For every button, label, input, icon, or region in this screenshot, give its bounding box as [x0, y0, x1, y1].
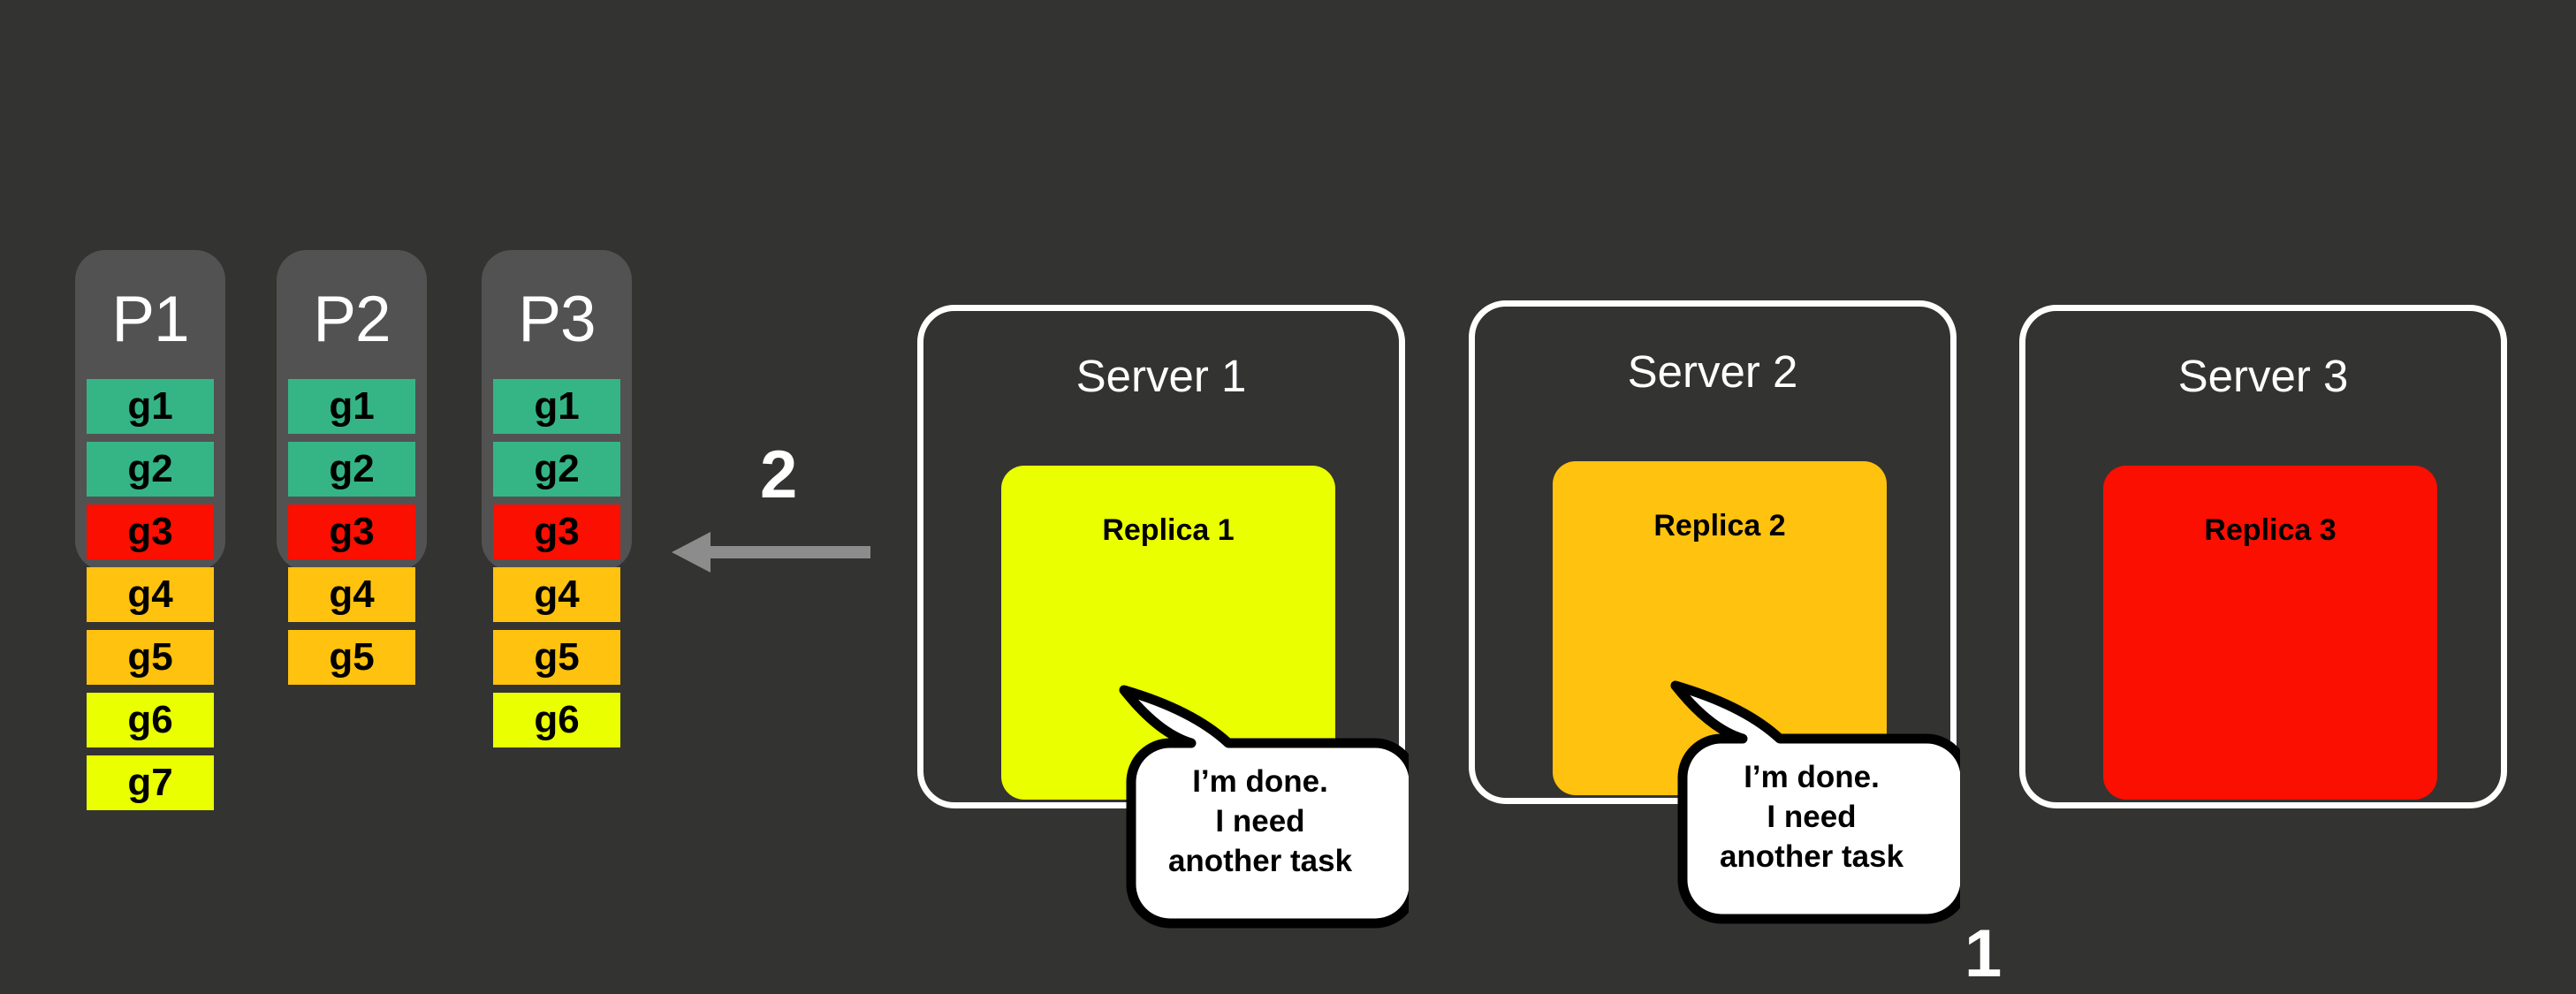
replica-label-2: Replica 2 — [1653, 509, 1786, 543]
step-number-1: 1 — [1964, 916, 2002, 991]
server-title-3: Server 3 — [2177, 351, 2349, 401]
speech-bubble-shape-2 — [1670, 680, 1960, 924]
task-block[interactable]: g1 — [288, 379, 415, 434]
partition-title-p1: P1 — [111, 284, 189, 355]
speech-bubble-server-1[interactable]: I’m done. I need another task — [1112, 685, 1409, 945]
speech-bubble-text-1: I’m done. I need another task — [1167, 764, 1353, 878]
task-block[interactable]: g5 — [288, 630, 415, 685]
task-block[interactable]: g2 — [288, 442, 415, 497]
task-block[interactable]: g3 — [493, 505, 620, 559]
partition-title-p3: P3 — [518, 284, 596, 355]
task-block[interactable]: g6 — [493, 693, 620, 747]
speech-bubble-server-2[interactable]: I’m done. I need another task — [1663, 680, 1960, 940]
task-block[interactable]: g3 — [288, 505, 415, 559]
flow-step-2-group: 2 — [672, 442, 884, 583]
speech-bubble-text-2: I’m done. I need another task — [1719, 760, 1904, 874]
replica-label-3: Replica 3 — [2204, 513, 2337, 547]
arrow-left-icon — [672, 532, 870, 573]
server-title-1: Server 1 — [1075, 351, 1247, 401]
task-block[interactable]: g2 — [87, 442, 214, 497]
task-block[interactable]: g4 — [87, 567, 214, 622]
task-block[interactable]: g1 — [87, 379, 214, 434]
task-block[interactable]: g7 — [87, 755, 214, 810]
partition-column-p3[interactable]: P3 g1 g2 g3 g4 g5 g6 — [482, 250, 632, 747]
task-block[interactable]: g3 — [87, 505, 214, 559]
task-block[interactable]: g4 — [288, 567, 415, 622]
partition-block-list-p3: g1 g2 g3 g4 g5 g6 — [482, 379, 632, 747]
replica-box-3[interactable]: Replica 3 — [2103, 466, 2437, 800]
partition-block-list-p1: g1 g2 g3 g4 g5 g6 g7 — [75, 379, 225, 810]
speech-bubble-shape-1 — [1119, 685, 1409, 929]
task-block[interactable]: g6 — [87, 693, 214, 747]
partition-column-p2[interactable]: P2 g1 g2 g3 g4 g5 — [277, 250, 427, 685]
partition-column-p1[interactable]: P1 g1 g2 g3 g4 g5 g6 g7 — [75, 250, 225, 810]
task-block[interactable]: g1 — [493, 379, 620, 434]
replica-label-1: Replica 1 — [1102, 513, 1235, 547]
server-box-3[interactable]: Server 3 Replica 3 — [2019, 305, 2507, 808]
task-block[interactable]: g4 — [493, 567, 620, 622]
task-block[interactable]: g5 — [87, 630, 214, 685]
task-block[interactable]: g5 — [493, 630, 620, 685]
server-title-2: Server 2 — [1627, 346, 1798, 397]
step-number-2: 2 — [760, 437, 798, 512]
partition-block-list-p2: g1 g2 g3 g4 g5 — [277, 379, 427, 685]
partition-title-p2: P2 — [313, 284, 391, 355]
task-block[interactable]: g2 — [493, 442, 620, 497]
